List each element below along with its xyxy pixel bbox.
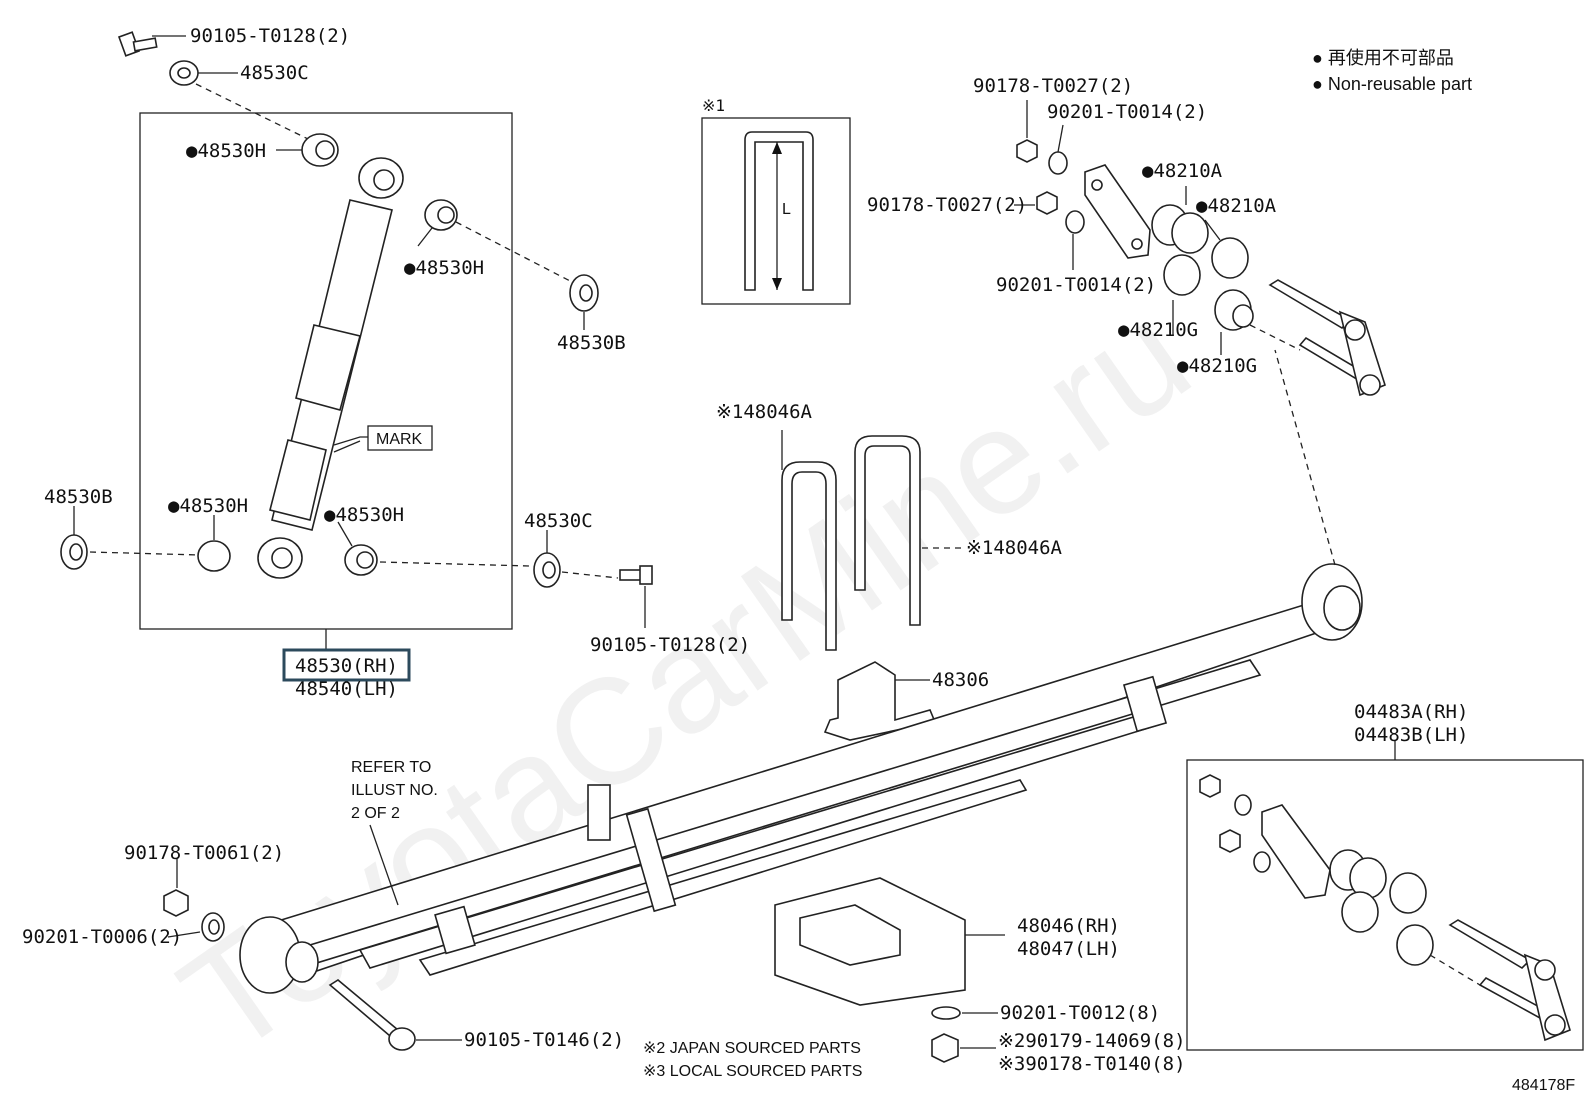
- washer-top2-icon[interactable]: [1065, 210, 1085, 234]
- label-bush-h2: ●48530H: [404, 257, 484, 279]
- inset-ubolt-icon: [744, 131, 814, 291]
- note-local-sourced: ※3 LOCAL SOURCED PARTS: [643, 1063, 862, 1080]
- washer-bottom-icon[interactable]: [931, 1006, 961, 1020]
- nut-left-icon[interactable]: [163, 889, 189, 917]
- bushing-h2-icon[interactable]: [424, 199, 458, 231]
- label-washer-b-left: 48530B: [44, 486, 113, 508]
- bolt-top-icon[interactable]: [117, 31, 158, 57]
- label-nut-local: ※390178-T0140(8): [998, 1053, 1186, 1075]
- label-ubolt-2: ※148046A: [966, 537, 1063, 559]
- legend-non-reusable-jp: ● 再使用不可部品: [1312, 48, 1454, 68]
- ubolt-2-icon[interactable]: [854, 435, 921, 626]
- bush-a1-icon[interactable]: [1151, 204, 1209, 254]
- washer-c-right-icon[interactable]: [533, 552, 561, 588]
- label-nut-japan: ※290179-14069(8): [998, 1030, 1186, 1052]
- legend-non-reusable-en: ● Non-reusable part: [1312, 74, 1472, 94]
- label-bush-g2: ●48210G: [1177, 355, 1257, 377]
- bolt-mid-icon[interactable]: [619, 565, 653, 585]
- label-washer-bottom: 90201-T0012(8): [1000, 1002, 1160, 1024]
- label-washer-c-right: 48530C: [524, 510, 593, 532]
- label-bush-g1: ●48210G: [1118, 319, 1198, 341]
- inset-box: [701, 117, 851, 305]
- label-bush-a1: ●48210A: [1142, 160, 1223, 182]
- washer-top1-icon[interactable]: [1048, 151, 1068, 175]
- label-washer-b-top: 48530B: [557, 332, 626, 354]
- label-washer-top: 48530C: [240, 62, 309, 84]
- nut-bottom-icon[interactable]: [931, 1033, 959, 1063]
- bolt-bottom-icon[interactable]: [328, 979, 416, 1051]
- label-bush-h3: ●48530H: [168, 495, 248, 517]
- label-absorber-rh[interactable]: 48530(RH): [295, 655, 398, 677]
- refer-line-3: 2 OF 2: [351, 805, 400, 822]
- figure-id: 484178F: [1512, 1077, 1575, 1094]
- refer-line-2: ILLUST NO.: [351, 782, 438, 799]
- inset-mark: ※1: [702, 96, 725, 115]
- leaf-spring-icon[interactable]: [239, 563, 1363, 994]
- bushing-h4-icon[interactable]: [344, 544, 378, 576]
- label-nut-left: 90178-T0061(2): [124, 842, 284, 864]
- shackle-plate-icon[interactable]: [1084, 164, 1151, 259]
- label-absorber-lh: 48540(LH): [295, 678, 398, 700]
- label-bush-a2: ●48210A: [1196, 195, 1277, 217]
- nut-top2-icon[interactable]: [1036, 191, 1058, 215]
- label-bolt-mid: 90105-T0128(2): [590, 634, 750, 656]
- label-shackle-rh: 04483A(RH): [1354, 701, 1468, 723]
- label-shackle-lh: 04483B(LH): [1354, 724, 1468, 746]
- label-bolt-top: 90105-T0128(2): [190, 25, 350, 47]
- label-ubolt-1: ※148046A: [716, 401, 813, 423]
- spring-seat-icon[interactable]: [774, 877, 966, 1006]
- washer-top-icon[interactable]: [169, 60, 199, 86]
- label-bush-h1: ●48530H: [186, 140, 266, 162]
- ubolt-1-icon[interactable]: [781, 461, 837, 651]
- washer-left-icon[interactable]: [201, 912, 225, 942]
- shock-absorber-icon[interactable]: [257, 157, 404, 579]
- label-bolt-bottom: 90105-T0146(2): [464, 1029, 624, 1051]
- note-japan-sourced: ※2 JAPAN SOURCED PARTS: [643, 1040, 861, 1057]
- shackle-kit-icon[interactable]: [1199, 774, 1571, 1042]
- bush-g1-icon[interactable]: [1163, 254, 1201, 296]
- bushing-h1-icon[interactable]: [301, 133, 339, 167]
- label-seat-rh: 48046(RH): [1017, 915, 1120, 937]
- highlight-box[interactable]: [282, 648, 411, 682]
- refer-line-1: REFER TO: [351, 759, 431, 776]
- bush-a2-icon[interactable]: [1211, 237, 1249, 279]
- label-seat-lh: 48047(LH): [1017, 938, 1120, 960]
- label-washer-top2: 90201-T0014(2): [996, 274, 1156, 296]
- label-nut-top2: 90178-T0027(2): [867, 194, 1027, 216]
- shackle-bolts-icon[interactable]: [1268, 279, 1386, 397]
- nut-top1-icon[interactable]: [1016, 139, 1038, 163]
- mark-label: MARK: [376, 431, 423, 448]
- label-bush-h4: ●48530H: [324, 504, 404, 526]
- label-washer-left: 90201-T0006(2): [22, 926, 182, 948]
- washer-b-top-icon[interactable]: [569, 274, 599, 312]
- shackle-kit-box: [1186, 759, 1584, 1051]
- label-nut-top1: 90178-T0027(2): [973, 75, 1133, 97]
- bushing-h3-icon[interactable]: [197, 540, 231, 572]
- label-bumper: 48306: [932, 669, 989, 691]
- label-washer-top1: 90201-T0014(2): [1047, 101, 1207, 123]
- inset-dim-label: L: [782, 201, 791, 218]
- bush-g2-icon[interactable]: [1214, 289, 1254, 331]
- washer-b-left-icon[interactable]: [60, 534, 88, 570]
